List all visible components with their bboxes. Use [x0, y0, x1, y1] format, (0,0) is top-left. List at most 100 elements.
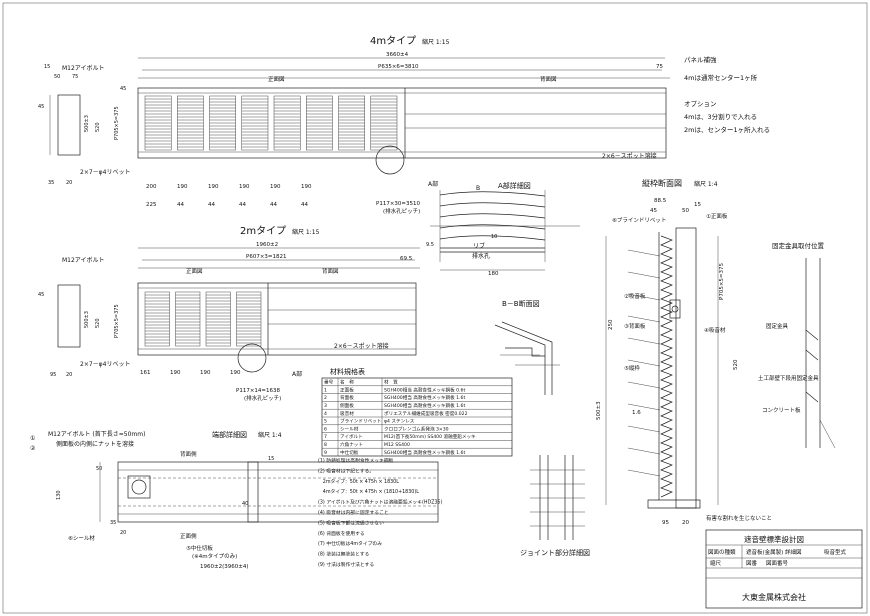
d95-2m: 95: [50, 372, 56, 378]
table-header: 材 質: [384, 379, 398, 386]
title-mount: 固定金具取付位置: [772, 241, 825, 250]
frame-d95: 95: [662, 520, 669, 526]
materials-note: (3) アイボルト及び六角ナットは溶融亜鉛メッキ(HDZ35): [318, 499, 443, 506]
frame-back: ③背面板: [624, 322, 646, 330]
table-cell: 9: [324, 450, 327, 456]
table-cell: 吸音材: [340, 410, 354, 417]
end-d20: 20: [120, 530, 126, 536]
d500-4m: 500±3: [84, 115, 90, 132]
d45b-4m: 45: [120, 86, 126, 92]
leader-line: [627, 249, 661, 257]
d20-4m: 20: [66, 180, 72, 186]
bottom-dim-label: 190: [208, 184, 219, 190]
table-header: 番号: [324, 379, 334, 386]
title-end: 端部詳細図: [212, 430, 247, 439]
table-cell: 六角ナット: [340, 441, 363, 448]
leader-line: [627, 293, 661, 301]
bottom-dim-label: 190: [230, 370, 241, 376]
dim-right-2m: 69.5: [400, 256, 413, 262]
bottom-dim-label: 225: [146, 202, 157, 208]
table-cell: M12(首下長50mm) SS400 溶融亜鉛メッキ: [384, 433, 476, 440]
d15-4m: 15: [44, 64, 50, 70]
title-2m: 2mタイプ: [240, 225, 286, 237]
leader-line: [627, 381, 661, 389]
table-cell: ポリエステル繊維成型吸音板 密度0.022: [384, 410, 468, 417]
note-option: オプション: [684, 100, 717, 108]
materials-note: (8) 塗装は無塗装とする: [318, 551, 370, 558]
leader-line: [627, 271, 661, 279]
bb-section-drawing: [494, 321, 560, 395]
bolt-4m: M12アイボルト: [62, 64, 105, 72]
table-cell: 7: [324, 434, 327, 440]
leader-line: [627, 359, 661, 367]
leader-line: [627, 315, 661, 323]
title-frame: 縦枠断面図: [642, 178, 682, 188]
end-overall: 1960±2(3960±4): [200, 564, 249, 570]
frame-insul: ④吸音材: [704, 326, 726, 334]
frame-d16: 1.6: [632, 410, 641, 416]
front-label-2m: 正面図: [186, 268, 203, 275]
table-cell: 1: [324, 387, 327, 393]
panel-4m: [137, 87, 667, 159]
note-option-2m: 2mは、センター1ヶ所入れる: [684, 125, 770, 134]
table-cell: SGH400相当 高耐食性メッキ鋼板 1.6t: [384, 449, 465, 456]
leader-line: [627, 403, 661, 411]
table-cell: SGH400相当 高耐食性メッキ鋼板 1.6t: [384, 402, 465, 409]
table-cell: ブラインドリベット: [340, 418, 381, 425]
table-cell: 4: [324, 411, 327, 417]
tb-reg: 図面番号: [766, 560, 789, 567]
rib-label: リブ: [473, 242, 485, 250]
frame-d250: 250: [608, 319, 614, 330]
leader-line: [627, 337, 661, 345]
bottom-dim-label: 190: [200, 370, 211, 376]
p705-4m: P705×5=375: [114, 106, 120, 140]
end-detail-drawing: [99, 461, 439, 523]
side-profile-2m: [57, 284, 81, 348]
end-d15: 15: [268, 456, 274, 462]
frame-rivet: ⑥ブラインドリベット: [612, 216, 666, 224]
drain-label: 排水孔: [472, 252, 490, 260]
title-joint: ジョイント部分詳細図: [520, 548, 590, 557]
end-bolt-note: M12アイボルト (首下長さ=50mm): [48, 430, 145, 438]
scale-2m: 縮尺 1:15: [292, 228, 320, 236]
frame-front: ①正面板: [706, 212, 728, 220]
table-cell: 正面板: [340, 386, 354, 393]
bottom-dim-label: 44: [270, 202, 277, 208]
bottom-dim-label: 44: [301, 202, 308, 208]
end-d50: 50: [96, 466, 102, 472]
dim-overall-2m-label: 1960±2: [256, 242, 278, 248]
d50-4m: 50: [54, 74, 60, 80]
mount-earth: 土工部壁下段用固定金具: [758, 374, 819, 382]
d520-2m: 520: [95, 318, 101, 328]
d10-label: 10: [491, 234, 497, 240]
note-reinforce: パネル補強: [684, 55, 717, 64]
frame-d500: 500±3: [596, 401, 602, 420]
frame-section-drawing: [605, 227, 719, 509]
materials-note: (7) 中仕切板は4mタイプのみ: [318, 540, 382, 547]
bottom-dim-label: 190: [270, 184, 281, 190]
end-frame: ⑤中仕切板: [186, 544, 213, 552]
d20-2m: 20: [66, 372, 72, 378]
end-front: 正面側: [180, 532, 197, 540]
table-cell: 背面板: [340, 394, 354, 401]
tb-no: 図番: [746, 560, 758, 567]
title-materials: 材料規格表: [330, 367, 365, 376]
bottom-dim-label: 190: [301, 184, 312, 190]
table-cell: SGH400相当 高耐食性メッキ鋼板 1.6t: [384, 394, 465, 401]
scale-end: 縮尺 1:4: [258, 431, 282, 439]
end-bolt-note2: 側面板の内側にナットを溶接: [56, 440, 134, 448]
rivet-2m: 2×7－φ4リベット: [80, 361, 130, 368]
materials-note: 2mタイプ：50t × 475h × 1830L: [318, 478, 399, 485]
end-c1: ①: [30, 435, 35, 442]
table-cell: アイボルト: [340, 433, 363, 440]
table-cell: M12 SS400: [384, 442, 410, 448]
b-mark-top: B: [476, 185, 480, 192]
tb-drawing-label: 図面の種類: [708, 548, 736, 556]
materials-note: 4mタイプ：50t × 475h × (1810+1830)L: [318, 488, 419, 495]
dim-overall-4m-label: 3660±4: [386, 52, 409, 58]
detail-a-drawing: [430, 190, 580, 262]
detail-circle-a-2m: [237, 343, 267, 373]
joint-drawing: [530, 455, 585, 540]
d180-label: 180: [488, 271, 499, 277]
